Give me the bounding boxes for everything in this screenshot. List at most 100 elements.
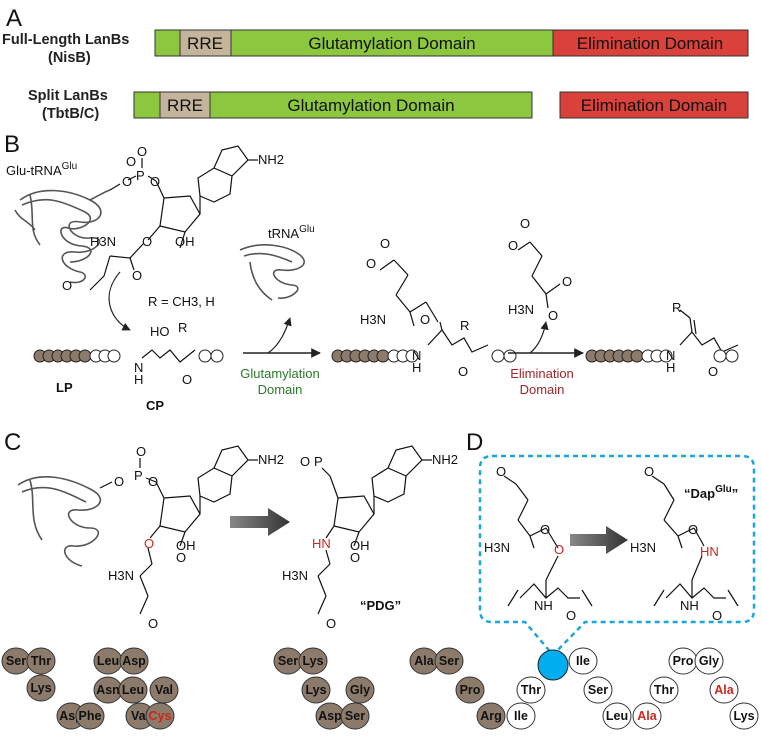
trna-label: tRNAGlu [268, 224, 315, 241]
dap-glu-structure [651, 475, 739, 607]
trna-ribbon-icon [14, 189, 111, 284]
split-title: Split LanBs [28, 88, 108, 104]
o-atom: O [148, 474, 158, 489]
h3n-label: H3N [282, 568, 308, 583]
o-atom: O [136, 444, 146, 459]
residue-label: Ser [588, 683, 608, 697]
leader-bead [78, 349, 92, 363]
h-atom: H [134, 372, 143, 387]
residue-lys: Lys [301, 676, 331, 704]
residue-label: Lys [305, 683, 326, 697]
residue-label: Ala [637, 709, 658, 723]
o-atom: O [148, 616, 158, 631]
residue-ser: Ser [583, 676, 613, 704]
residue-ser: Ser [434, 647, 464, 675]
cp-label: CP [146, 398, 164, 413]
residue-label: Thr [521, 683, 541, 697]
n-atom: N [134, 360, 143, 375]
conversion-arrow-d [570, 526, 628, 554]
r-label: R [672, 300, 681, 315]
nh2-label: NH2 [258, 152, 284, 167]
residue-label: Ala [414, 654, 435, 668]
residue-label: Leu [122, 683, 144, 697]
o-atom: O [142, 234, 152, 249]
p-atom: P [134, 468, 143, 483]
residue-label: Ser [278, 654, 298, 668]
r-label: R [178, 320, 187, 335]
o-atom: O [688, 522, 698, 537]
residue-label: Leu [606, 709, 628, 723]
trna-ribbon-c-icon [17, 476, 102, 567]
elimination-domain-label: Elimination Domain [577, 34, 723, 53]
o-atom: O [126, 154, 136, 169]
residue-label: Gly [350, 683, 370, 697]
glu-trna-label: Glu-tRNAGlu [6, 161, 77, 178]
residue-label: Ser [6, 654, 26, 668]
residue-ala: Ala [632, 702, 662, 730]
residue-ser: Ser [340, 702, 370, 730]
residue-leu: Leu [93, 647, 123, 675]
n-atom: N [412, 348, 421, 363]
pdg-structure [317, 445, 432, 615]
residue-label: Ile [514, 709, 528, 723]
o-atom: O [366, 256, 376, 271]
o-atom: O [150, 174, 160, 189]
residue-lys: Lys [729, 702, 759, 730]
h3n-label: H3N [108, 568, 134, 583]
o-atom: O [562, 274, 572, 289]
panel-label-a: A [6, 5, 22, 32]
o-atom: O [540, 522, 550, 537]
h3n-label: H3N [484, 540, 510, 555]
residue-label: Phe [79, 709, 102, 723]
o-atom: O [122, 174, 132, 189]
residue-label: Leu [97, 654, 119, 668]
core-bead [713, 349, 727, 363]
nh2-label: NH2 [432, 452, 458, 467]
pdg-label: “PDG” [360, 598, 401, 613]
full-length-bar: RRE Glutamylation Domain Elimination Dom… [154, 29, 749, 57]
lp-label: LP [56, 380, 73, 395]
residue-gly: Gly [345, 676, 375, 704]
o-atom: O [132, 268, 142, 283]
oh-label: OH [175, 234, 195, 249]
residue-val: Val [149, 676, 179, 704]
residue-cys: Cys [145, 702, 175, 730]
o-atom: O [508, 238, 518, 253]
r-label: R [460, 318, 469, 333]
panel-label-c: C [4, 429, 21, 456]
nh2-label: NH2 [258, 452, 284, 467]
precursor-peptide: N H HO R O [33, 320, 224, 387]
dap-glu-label: “DapGlu” [684, 484, 738, 501]
residue-phe: Phe [75, 702, 105, 730]
split-bar: RRE Glutamylation Domain Elimination Dom… [133, 91, 749, 119]
glu-trna-analog-structure [99, 445, 258, 615]
amide-n-atom: HN [312, 536, 331, 551]
o-atom: O [548, 308, 558, 323]
residue-pro: Pro [668, 647, 698, 675]
zoom-callout-box [478, 454, 756, 657]
attack-arrow [108, 271, 131, 331]
n-atom: N [666, 348, 675, 363]
leader-bead [630, 349, 644, 363]
residue-leu: Leu [118, 676, 148, 704]
residue-thr: Thr [649, 676, 679, 704]
p-atom: P [314, 454, 323, 469]
o-atom: O [62, 278, 72, 293]
o-atom: O [182, 372, 192, 387]
residue-label: Arg [480, 709, 502, 723]
residue-thr: Thr [516, 676, 546, 704]
residue-label: Gly [699, 654, 719, 668]
residue-label: Pro [673, 654, 694, 668]
oh-label: OH [176, 538, 196, 553]
residue-label: Ser [345, 709, 365, 723]
o-atom: O [644, 464, 654, 479]
panel-label-b: B [4, 131, 20, 158]
leader-bead [376, 349, 390, 363]
residue-asn: Asn [93, 676, 123, 704]
core-bead [107, 349, 121, 363]
o-atom: O [420, 312, 430, 327]
residue-lys: Lys [26, 674, 56, 702]
r-definition: R = CH3, H [148, 294, 215, 309]
oh-label: OH [350, 538, 370, 553]
h3n-label: H3N [630, 540, 656, 555]
